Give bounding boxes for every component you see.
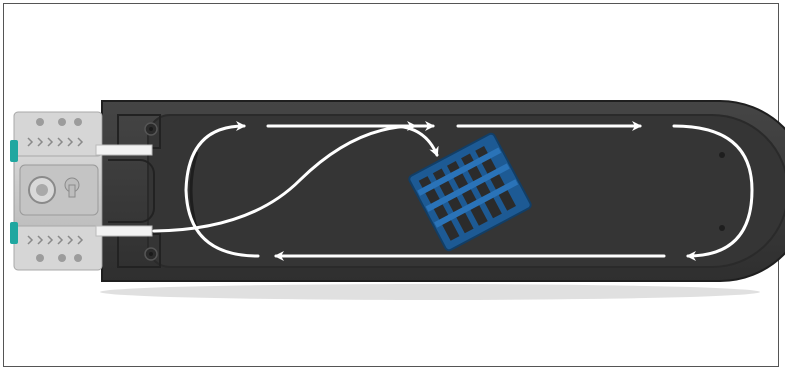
clamp-block (13, 111, 103, 271)
pin-hole-icon (719, 152, 725, 158)
groove (189, 151, 199, 231)
lower-tube (95, 225, 153, 237)
screw-icon (144, 122, 158, 136)
center-slot (108, 159, 155, 223)
port-accent (10, 222, 18, 244)
arrow-icon (184, 121, 260, 258)
pin-hole-icon (719, 225, 725, 231)
upper-port-recess (117, 114, 161, 149)
arrow-icon (390, 124, 439, 157)
screw-icon (144, 247, 158, 261)
tray-shadow (100, 284, 760, 300)
grid-sample-holder-icon (408, 132, 532, 252)
flow-paths (152, 121, 754, 261)
arrow-icon (672, 124, 754, 261)
port-accent (10, 140, 18, 162)
arrow-icon (152, 121, 417, 233)
upper-tube (95, 144, 153, 156)
